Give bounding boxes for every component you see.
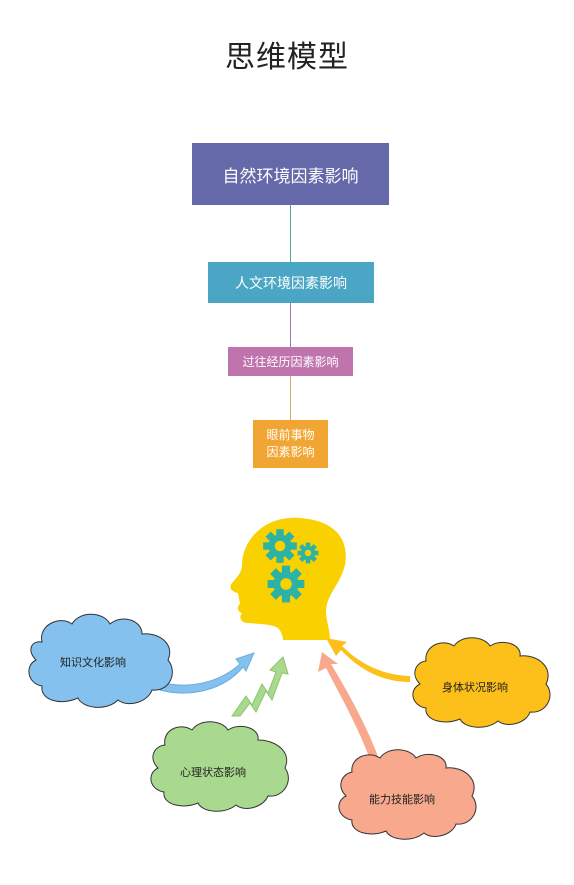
box-label: 过往经历因素影响 [242, 355, 339, 369]
cloud-physical-condition [412, 637, 551, 728]
box-label: 自然环境因素影响 [222, 166, 359, 187]
yellow-arrow-icon [326, 638, 410, 682]
immediate-things-box: 眼前事物 因素影响 [253, 420, 328, 468]
cloud-label-mental: 心理状态影响 [180, 766, 246, 779]
natural-environment-box: 自然环境因素影响 [192, 143, 389, 205]
cloud-mental-state [150, 721, 289, 812]
box-label: 人文环境因素影响 [235, 275, 347, 292]
box-label-line1: 眼前事物 [266, 428, 315, 442]
past-experience-box: 过往经历因素影响 [228, 347, 353, 376]
cloud-label-ability: 能力技能影响 [369, 793, 435, 806]
blue-arrow-icon [159, 652, 255, 694]
green-zigzag-arrow-icon [231, 656, 289, 717]
cloud-ability-skill [338, 749, 477, 840]
connector-line [290, 205, 291, 262]
page-title: 思维模型 [225, 40, 349, 75]
box-label-line2: 因素影响 [266, 445, 315, 459]
head-with-gears-icon [230, 517, 346, 640]
cloud-label-knowledge: 知识文化影响 [60, 656, 126, 669]
salmon-arrow-icon [318, 652, 380, 765]
cloud-label-physical: 身体状况影响 [442, 681, 508, 694]
connector-line [290, 376, 291, 420]
cultural-environment-box: 人文环境因素影响 [208, 262, 374, 303]
connector-line [290, 303, 291, 347]
cloud-knowledge-culture [28, 613, 173, 708]
